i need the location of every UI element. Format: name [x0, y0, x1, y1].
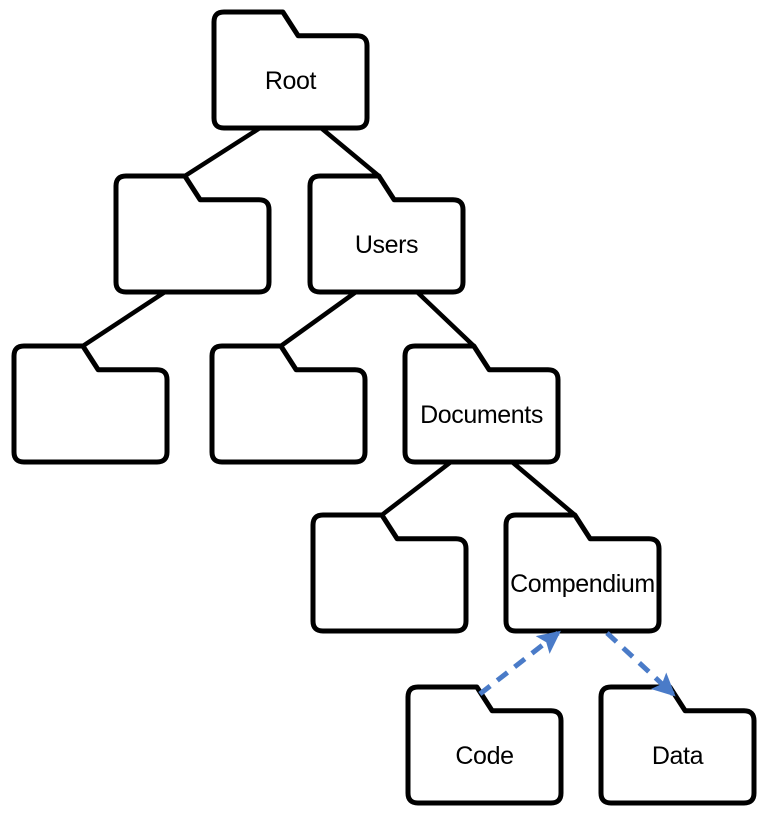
reference-edges-layer	[478, 630, 676, 697]
folder-node-unnamed-a[interactable]	[113, 173, 272, 295]
folder-node-unnamed-b[interactable]	[11, 343, 170, 465]
edge-documents-unnamed-d	[379, 459, 454, 518]
ref-code-to-compendium	[478, 630, 561, 696]
folder-icon	[11, 343, 170, 465]
folder-node-data[interactable]: Data	[598, 684, 757, 806]
folder-node-root[interactable]: Root	[211, 9, 370, 131]
folder-label: Code	[455, 742, 513, 770]
folder-icon	[113, 173, 272, 295]
edge-root-unnamed-a	[182, 125, 263, 179]
folder-label: Users	[355, 231, 418, 259]
folder-node-code[interactable]: Code	[405, 684, 564, 806]
edge-root-users	[318, 125, 382, 179]
edge-users-unnamed-c	[278, 289, 359, 349]
tree-edges-layer	[80, 125, 578, 518]
edge-documents-compendium	[509, 459, 578, 518]
folder-node-unnamed-d[interactable]	[310, 512, 469, 634]
folder-icon	[402, 343, 561, 465]
folder-icon	[209, 343, 368, 465]
folder-node-users[interactable]: Users	[307, 173, 466, 295]
folder-icon	[307, 173, 466, 295]
edge-users-documents	[414, 289, 477, 349]
folder-label: Root	[265, 67, 317, 95]
folder-icon	[405, 684, 564, 806]
edge-unnamed-a-unnamed-b	[80, 289, 168, 349]
folder-icon	[598, 684, 757, 806]
folder-icon	[310, 512, 469, 634]
folder-label: Documents	[420, 401, 543, 429]
folder-icon	[211, 9, 370, 131]
folder-label: Data	[652, 742, 704, 770]
folder-label: Compendium	[510, 570, 655, 598]
folder-icon	[503, 512, 662, 634]
ref-compendium-to-data	[605, 631, 676, 697]
folder-node-documents[interactable]: Documents	[402, 343, 561, 465]
folder-node-unnamed-c[interactable]	[209, 343, 368, 465]
folder-node-compendium[interactable]: Compendium	[503, 512, 662, 634]
